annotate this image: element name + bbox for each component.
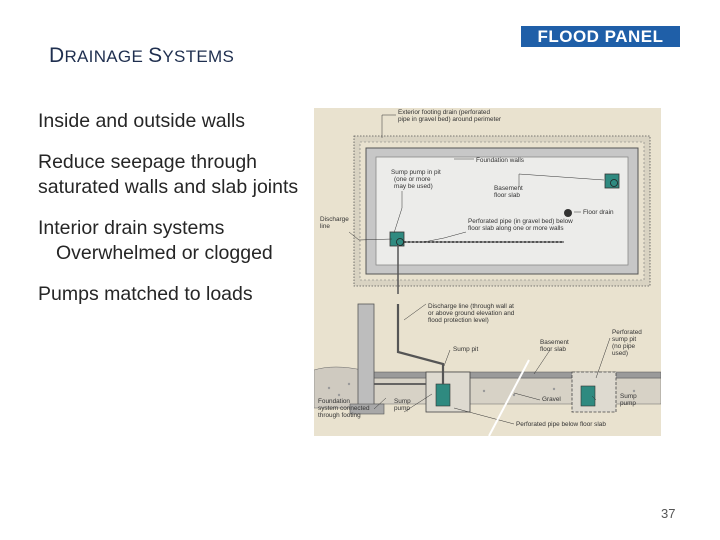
title-initial-2: S (148, 44, 163, 67)
drainage-diagram: Exterior footing drain (perforated pipe … (314, 108, 661, 436)
label-floor-drain: Floor drain (583, 209, 614, 216)
label-gravel: Gravel (542, 396, 561, 403)
bullet-item: Interior drain systems (38, 217, 225, 239)
section-sump-pump-right (580, 385, 596, 407)
label-exterior-drain: Exterior footing drain (perforated (398, 109, 490, 116)
bullet-item: Reduce seepage through saturated walls a… (38, 151, 299, 198)
label-basement-slab: Basement (494, 185, 523, 192)
label-foundation-system: system connected (318, 405, 370, 412)
slide-title: DRAINAGE SYSTEMS (49, 44, 234, 68)
label-sump-pit: Sump pit (453, 346, 478, 353)
sump-pit-right (604, 173, 620, 189)
label-interior-perforated-pipe: Perforated pipe (in gravel bed) below (468, 218, 573, 225)
label-foundation-system: Foundation (318, 398, 350, 405)
label-basement-slab: floor slab (540, 346, 566, 353)
label-perforated-sump-pit: Perforated (612, 329, 642, 336)
bullet-item: Pumps matched to loads (38, 283, 253, 305)
section-highlight-line (488, 359, 530, 436)
section-discharge-pipe (396, 304, 445, 384)
bullet-list: Inside and outside walls Reduce seepage … (38, 109, 308, 323)
label-foundation-system: through footing (318, 412, 361, 419)
title-rest-2: YSTEMS (162, 47, 235, 66)
label-sump-pit: (one or more (394, 176, 431, 183)
label-perforated-sump-pit: (no pipe (612, 343, 636, 350)
label-exterior-drain: pipe in gravel bed) around perimeter (398, 116, 502, 123)
plan-leader-lines (348, 114, 605, 243)
label-sump-pit: Sump pump in pit (391, 169, 441, 176)
title-initial-1: D (49, 44, 65, 67)
label-sump-pump-left: pump (394, 405, 410, 412)
sub-bullet-item: Overwhelmed or clogged (56, 242, 273, 264)
flood-panel-logo: FLOOD PANEL (521, 26, 680, 47)
floor-drain (564, 209, 572, 217)
basement-floor-slab (375, 156, 629, 266)
section-sump-pump-left (435, 383, 451, 407)
page-number: 37 (661, 506, 676, 521)
label-discharge-line: line (320, 223, 330, 230)
sump-pump-right (610, 179, 618, 187)
label-perforated-sump-pit: used) (612, 350, 628, 357)
sump-pump-left (396, 238, 404, 246)
section-leader-lines (373, 303, 611, 425)
label-perforated-sump-pit: sump pit (612, 336, 636, 343)
title-rest-1: RAINAGE (64, 47, 149, 66)
label-discharge-through-wall: or above ground elevation and (428, 310, 515, 317)
label-basement-slab: Basement (540, 339, 569, 346)
label-discharge-line: Discharge (320, 216, 349, 223)
label-discharge-through-wall: Discharge line (through wall at (428, 303, 514, 310)
logo-text: FLOOD PANEL (537, 27, 664, 46)
section-footing (349, 403, 385, 415)
label-discharge-through-wall: flood protection level) (428, 317, 489, 324)
label-interior-perforated-pipe: floor slab along one or more walls (468, 225, 564, 232)
section-floor-slab (373, 371, 661, 379)
label-basement-slab: floor slab (494, 192, 520, 199)
label-sump-pump-right: pump (620, 400, 636, 407)
section-foundation-wall (357, 303, 375, 413)
label-sump-pit: may be used) (394, 183, 433, 190)
label-perforated-pipe-below-slab: Perforated pipe below floor slab (516, 421, 606, 428)
label-sump-pump-right: Sump (620, 393, 637, 400)
label-foundation-walls: Foundation walls (476, 157, 524, 164)
bullet-item: Inside and outside walls (38, 110, 246, 132)
label-sump-pump-left: Sump (394, 398, 411, 405)
